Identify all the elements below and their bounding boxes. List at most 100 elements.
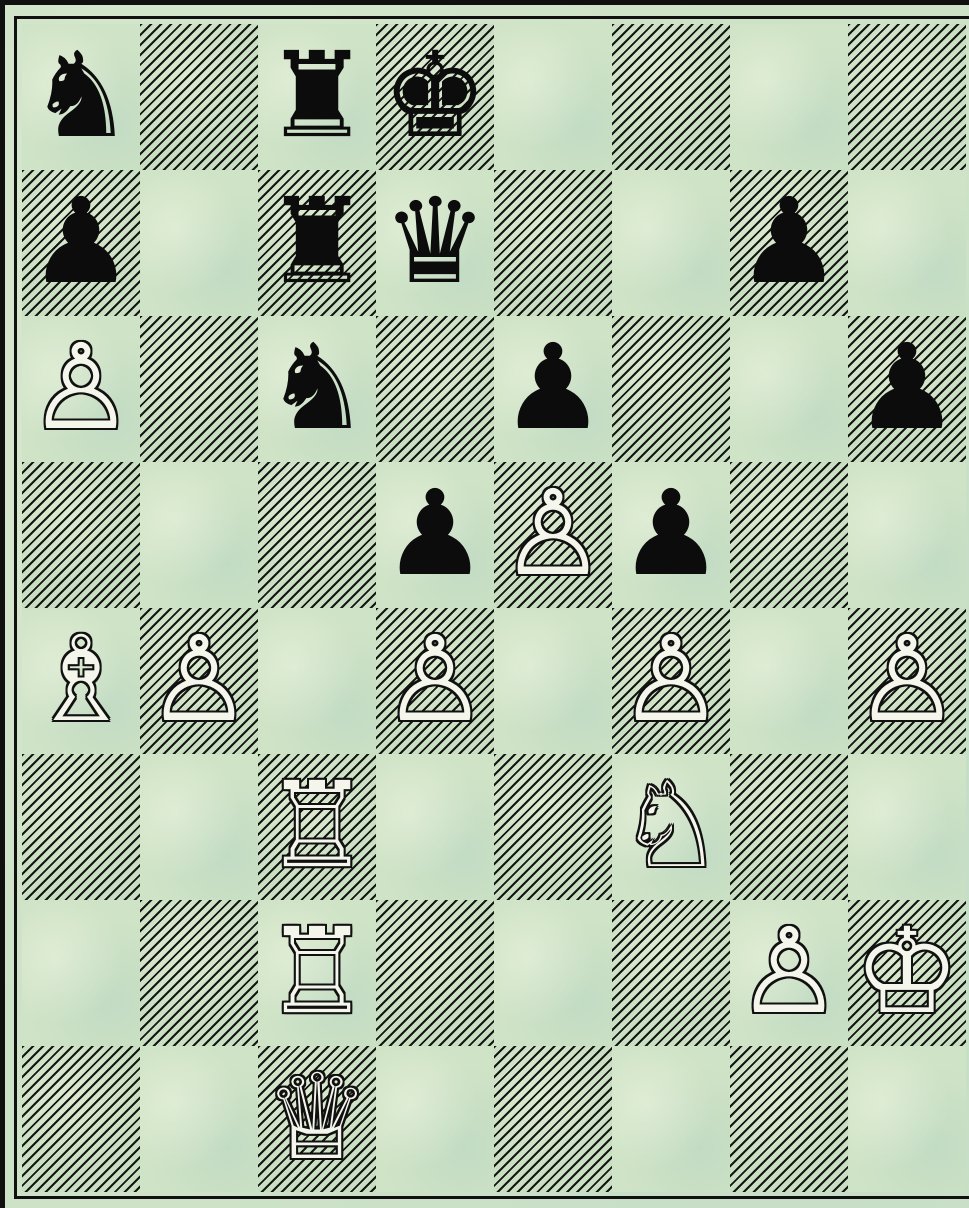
square-b4[interactable]: ♙ [140,608,258,754]
square-d4[interactable]: ♙ [376,608,494,754]
square-f1[interactable] [612,1046,730,1192]
square-f2[interactable] [612,900,730,1046]
square-f5[interactable]: ♟ [612,462,730,608]
black-pawn-a7[interactable]: ♟ [22,170,140,316]
white-pawn-h4[interactable]: ♙ [848,608,966,754]
black-queen-icon: ♛ [382,182,488,300]
square-g1[interactable] [730,1046,848,1192]
square-g8[interactable] [730,24,848,170]
square-d6[interactable] [376,316,494,462]
black-pawn-f5[interactable]: ♟ [612,462,730,608]
square-c8[interactable]: ♜ [258,24,376,170]
white-pawn-icon: ♙ [28,328,134,446]
square-h6[interactable]: ♟ [848,316,966,462]
square-b3[interactable] [140,754,258,900]
square-c1[interactable]: ♕ [258,1046,376,1192]
square-g3[interactable] [730,754,848,900]
square-h5[interactable] [848,462,966,608]
square-c3[interactable]: ♖ [258,754,376,900]
square-f8[interactable] [612,24,730,170]
white-pawn-d4[interactable]: ♙ [376,608,494,754]
square-d7[interactable]: ♛ [376,170,494,316]
square-a7[interactable]: ♟ [22,170,140,316]
square-f4[interactable]: ♙ [612,608,730,754]
square-h3[interactable] [848,754,966,900]
square-h7[interactable] [848,170,966,316]
square-b1[interactable] [140,1046,258,1192]
black-king-d8[interactable]: ♚ [376,24,494,170]
square-e7[interactable] [494,170,612,316]
square-h2[interactable]: ♔ [848,900,966,1046]
square-g7[interactable]: ♟ [730,170,848,316]
square-e1[interactable] [494,1046,612,1192]
square-d5[interactable]: ♟ [376,462,494,608]
square-a5[interactable] [22,462,140,608]
square-a8[interactable]: ♞ [22,24,140,170]
black-pawn-g7[interactable]: ♟ [730,170,848,316]
square-e5[interactable]: ♙ [494,462,612,608]
square-b7[interactable] [140,170,258,316]
black-knight-c6[interactable]: ♞ [258,316,376,462]
square-d8[interactable]: ♚ [376,24,494,170]
black-pawn-icon: ♟ [736,182,842,300]
square-e8[interactable] [494,24,612,170]
square-b6[interactable] [140,316,258,462]
square-e3[interactable] [494,754,612,900]
white-rook-c3[interactable]: ♖ [258,754,376,900]
black-rook-icon: ♜ [264,182,370,300]
white-bishop-a4[interactable]: ♗ [22,608,140,754]
white-queen-c1[interactable]: ♕ [258,1046,376,1192]
square-e2[interactable] [494,900,612,1046]
black-rook-c8[interactable]: ♜ [258,24,376,170]
square-a2[interactable] [22,900,140,1046]
black-pawn-icon: ♟ [500,328,606,446]
white-rook-c2[interactable]: ♖ [258,900,376,1046]
square-d2[interactable] [376,900,494,1046]
square-c4[interactable] [258,608,376,754]
white-pawn-g2[interactable]: ♙ [730,900,848,1046]
white-pawn-f4[interactable]: ♙ [612,608,730,754]
square-c5[interactable] [258,462,376,608]
white-king-h2[interactable]: ♔ [848,900,966,1046]
square-c2[interactable]: ♖ [258,900,376,1046]
white-king-icon: ♔ [854,912,960,1030]
square-d3[interactable] [376,754,494,900]
black-pawn-d5[interactable]: ♟ [376,462,494,608]
square-a4[interactable]: ♗ [22,608,140,754]
white-pawn-e5[interactable]: ♙ [494,462,612,608]
white-bishop-icon: ♗ [28,620,134,738]
white-rook-icon: ♖ [264,912,370,1030]
square-h8[interactable] [848,24,966,170]
black-pawn-icon: ♟ [382,474,488,592]
square-f7[interactable] [612,170,730,316]
square-b8[interactable] [140,24,258,170]
square-c6[interactable]: ♞ [258,316,376,462]
square-e6[interactable]: ♟ [494,316,612,462]
square-g5[interactable] [730,462,848,608]
black-rook-c7[interactable]: ♜ [258,170,376,316]
square-f6[interactable] [612,316,730,462]
square-c7[interactable]: ♜ [258,170,376,316]
square-e4[interactable] [494,608,612,754]
black-pawn-h6[interactable]: ♟ [848,316,966,462]
white-knight-f3[interactable]: ♘ [612,754,730,900]
black-queen-d7[interactable]: ♛ [376,170,494,316]
white-pawn-b4[interactable]: ♙ [140,608,258,754]
black-knight-a8[interactable]: ♞ [22,24,140,170]
square-h1[interactable] [848,1046,966,1192]
square-a3[interactable] [22,754,140,900]
white-knight-icon: ♘ [618,766,724,884]
square-d1[interactable] [376,1046,494,1192]
square-g6[interactable] [730,316,848,462]
square-g4[interactable] [730,608,848,754]
square-b2[interactable] [140,900,258,1046]
square-f3[interactable]: ♘ [612,754,730,900]
black-pawn-e6[interactable]: ♟ [494,316,612,462]
black-pawn-icon: ♟ [28,182,134,300]
square-a1[interactable] [22,1046,140,1192]
square-h4[interactable]: ♙ [848,608,966,754]
square-g2[interactable]: ♙ [730,900,848,1046]
square-b5[interactable] [140,462,258,608]
white-pawn-a6[interactable]: ♙ [22,316,140,462]
square-a6[interactable]: ♙ [22,316,140,462]
